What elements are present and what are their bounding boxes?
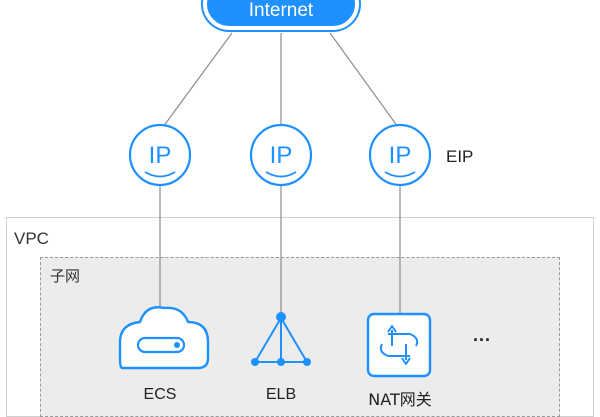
cloud-server-icon[interactable] [118, 306, 210, 370]
eip-node-2[interactable]: IP [249, 123, 313, 187]
ecs-label: ECS [143, 386, 177, 403]
elb-label: ELB [265, 386, 297, 403]
subnet-label: 子网 [50, 267, 81, 285]
eip-node-2-label: IP [270, 142, 293, 169]
smile-icon [144, 171, 176, 178]
internet-node[interactable]: Internet [203, 0, 359, 30]
network-diagram: IP IP IP [118, 32, 432, 378]
vpc-label: VPC [14, 229, 49, 248]
load-balancer-icon[interactable] [251, 312, 311, 366]
eip-node-3[interactable]: IP [368, 123, 432, 187]
internet-label: Internet [248, 0, 314, 21]
smile-icon [265, 171, 297, 178]
more-resources-label: ... [473, 325, 492, 345]
eip-node-1[interactable]: IP [128, 123, 192, 187]
eip-label: EIP [446, 147, 474, 166]
nat-gateway-icon[interactable] [366, 312, 432, 378]
connector-internet-eip-3 [329, 32, 399, 128]
eip-node-1-label: IP [149, 142, 172, 169]
smile-icon [384, 171, 416, 178]
connector-internet-eip-1 [162, 32, 233, 128]
nat-gateway-label: NAT网关 [368, 390, 432, 409]
eip-node-3-label: IP [389, 142, 412, 169]
